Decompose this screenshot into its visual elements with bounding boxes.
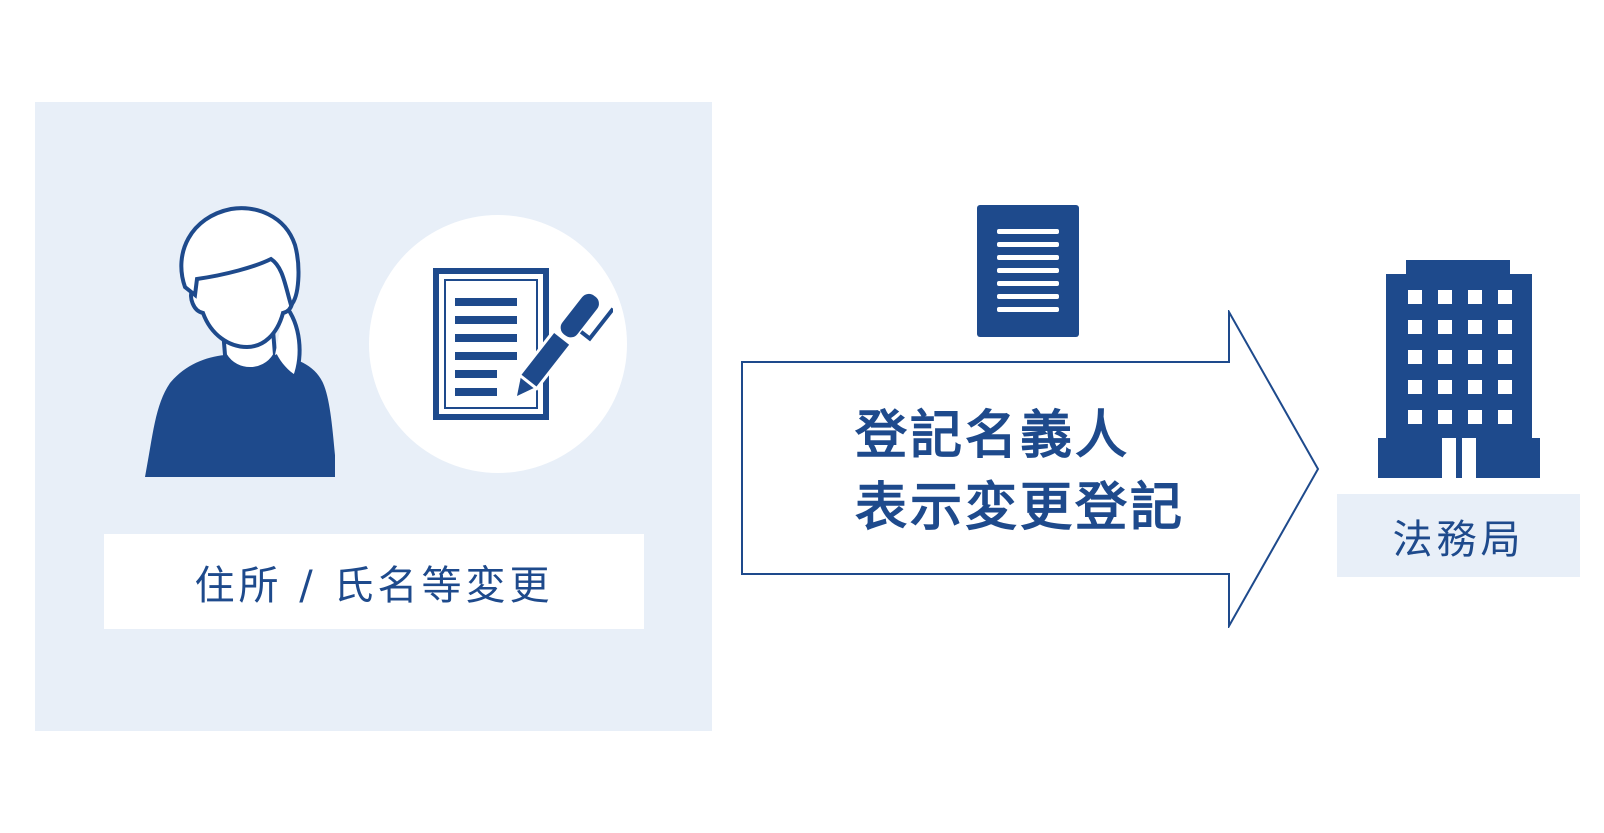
legal-affairs-bureau-box: 法務局 <box>1337 494 1580 577</box>
arrow-label-line1: 登記名義人 <box>855 406 1131 466</box>
change-label-box: 住所 / 氏名等変更 <box>104 534 644 629</box>
person-icon <box>145 206 335 477</box>
legal-affairs-bureau-label: 法務局 <box>1392 516 1525 563</box>
arrow-label: 登記名義人 表示変更登記 <box>855 400 1275 544</box>
change-label: 住所 / 氏名等変更 <box>194 562 554 609</box>
paper-document-icon <box>977 205 1079 337</box>
document-pen-icon <box>433 268 613 420</box>
arrow-label-line2: 表示変更登記 <box>855 478 1186 538</box>
office-building-icon <box>1378 260 1540 478</box>
process-arrow <box>741 310 1320 628</box>
